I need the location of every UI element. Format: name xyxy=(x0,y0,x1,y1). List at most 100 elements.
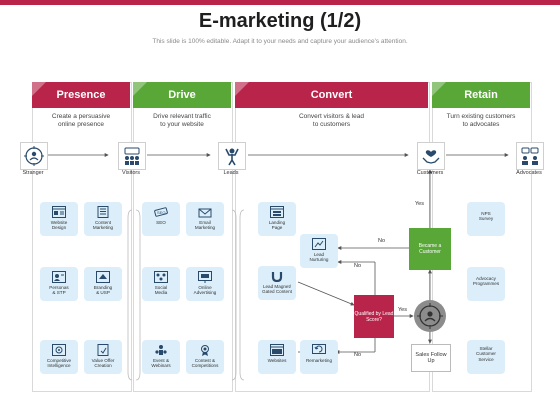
tile-line: Content xyxy=(94,220,112,225)
magnet-icon xyxy=(271,272,283,282)
presence-desc-line2: online presence xyxy=(58,121,104,128)
persona-icon xyxy=(52,271,66,283)
tile-line: Customer xyxy=(476,351,496,357)
target-person-icon xyxy=(417,303,443,329)
tile-line: Landing xyxy=(268,220,286,225)
tile-line: Gated Content xyxy=(262,289,292,295)
top-accent-bar xyxy=(0,0,560,5)
tile-line: Websites xyxy=(267,358,287,363)
sales-target-circle xyxy=(414,300,446,332)
tile-seo: SEO SEO xyxy=(142,202,180,236)
tile-line: & STP xyxy=(52,290,66,296)
became-customer-label: Became a Customer xyxy=(418,243,442,255)
tile-line: Branding xyxy=(93,285,113,290)
yes-label-customer: Yes xyxy=(415,201,424,207)
award-icon xyxy=(201,345,209,356)
nurturing-icon xyxy=(312,238,326,250)
stage-convert-label: Convert xyxy=(310,89,353,101)
no-label-qualified: No xyxy=(354,263,362,269)
node-stranger-label: Stranger xyxy=(22,170,44,176)
tile-line: Design xyxy=(51,225,67,231)
value-offer-icon xyxy=(97,344,109,356)
tile-personas-stp: Personas& STP xyxy=(40,267,78,301)
yes-label-qualified: Yes xyxy=(398,307,407,313)
tile-line: Advocacy xyxy=(476,276,496,281)
convert-desc-line2: to customers xyxy=(312,121,351,128)
tile-line: Nurturing xyxy=(309,257,329,263)
stage-drive-header: Drive xyxy=(133,82,231,108)
node-advocates xyxy=(516,142,544,170)
stage-drive-label: Drive xyxy=(168,89,196,101)
tile-remarketing-label: Remarketing xyxy=(300,358,338,363)
no-label-remarketing: No xyxy=(354,352,362,358)
website-icon xyxy=(270,344,284,356)
tile-line: Value Offer xyxy=(91,358,115,363)
retain-desc-line2: to advocates xyxy=(462,121,500,128)
target-person-icon xyxy=(24,146,44,166)
retain-desc-line1: Turn existing customers xyxy=(446,113,516,120)
tile-personas-stp-label: Personas& STP xyxy=(40,285,78,296)
tile-websites: Websites xyxy=(258,340,296,374)
tile-line: Creation xyxy=(94,363,112,369)
sales-follow-up-box: Sales Follow Up xyxy=(411,344,451,372)
social-media-icon xyxy=(154,271,168,283)
tile-line: Survey xyxy=(478,216,494,222)
remarketing-icon xyxy=(312,344,326,354)
tile-line: Service xyxy=(478,356,494,362)
tile-remarketing: Remarketing xyxy=(300,340,338,374)
node-customers-label: Customers xyxy=(416,170,444,176)
document-icon xyxy=(97,206,109,218)
tile-lead-magnet-label: Lead Magnet/Gated Content xyxy=(258,284,296,295)
tile-event-webinars: Event &Webinars xyxy=(142,340,180,374)
seo-icon: SEO xyxy=(154,207,168,217)
tile-line: Intelligence xyxy=(47,363,71,369)
tile-line: & USP xyxy=(96,290,110,296)
stage-retain-label: Retain xyxy=(464,89,498,101)
branding-icon xyxy=(96,271,110,283)
tile-line: Event & xyxy=(152,358,170,363)
node-visitors xyxy=(118,142,146,170)
stage-retain-description: Turn existing customers to advocates xyxy=(432,113,530,129)
qualified-lead-score-box: Qualified by Lead Score? xyxy=(354,295,394,338)
tile-contest-competitions: Contest &Competitions xyxy=(186,340,224,374)
stage-presence-description: Create a persuasive online presence xyxy=(32,113,130,129)
no-label-became: No xyxy=(378,238,386,244)
tile-websites-label: Websites xyxy=(258,358,296,363)
landing-page-icon xyxy=(270,206,284,218)
tile-line: Marketing xyxy=(194,225,216,231)
stage-convert-header: Convert xyxy=(235,82,428,108)
tile-line: Webinars xyxy=(151,363,171,369)
tile-line: Competitions xyxy=(191,363,219,369)
tile-line: Contest & xyxy=(194,358,216,363)
tile-contest-competitions-label: Contest &Competitions xyxy=(186,358,224,369)
chat-people-icon xyxy=(521,147,539,165)
tile-line: Page xyxy=(271,225,283,231)
tile-line: Website xyxy=(50,220,68,225)
node-leads-label: Leads xyxy=(223,170,239,176)
stage-retain-header: Retain xyxy=(432,82,530,108)
tile-line: Competitive xyxy=(46,358,72,363)
page-title: E-marketing (1/2) xyxy=(198,10,362,32)
tile-line: SEO xyxy=(156,220,166,225)
stage-drive-description: Drive relevant traffic to your website xyxy=(133,113,231,129)
tile-event-webinars-label: Event &Webinars xyxy=(142,358,180,369)
